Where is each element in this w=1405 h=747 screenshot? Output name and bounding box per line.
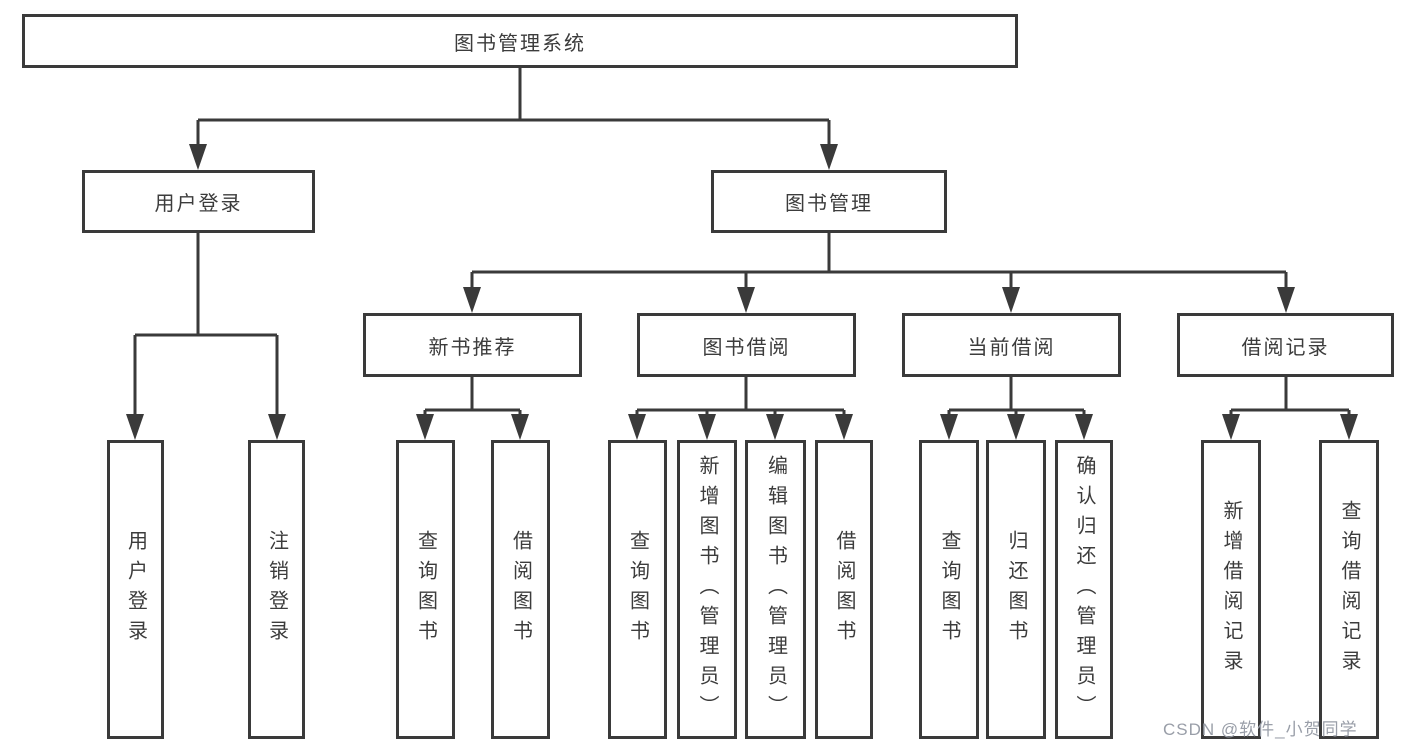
leaf-query-books-borrow: 查询图书 bbox=[608, 440, 667, 739]
node-label: 图书借阅 bbox=[702, 336, 791, 359]
leaf-borrow-books-recommend: 借阅图书 bbox=[491, 440, 550, 739]
node-new-book-recommendation: 新书推荐 bbox=[363, 313, 582, 377]
leaf-borrow-books: 借阅图书 bbox=[815, 440, 873, 739]
leaf-return-books: 归还图书 bbox=[986, 440, 1046, 739]
node-library-management-system: 图书管理系统 bbox=[22, 14, 1018, 68]
node-label: 用户登录 bbox=[154, 193, 243, 215]
leaf-add-borrow-record: 新增借阅记录 bbox=[1201, 440, 1261, 739]
node-label: 确认归还（管理员） bbox=[1073, 454, 1095, 725]
leaf-confirm-return-admin: 确认归还（管理员） bbox=[1055, 440, 1113, 739]
node-label: 查询图书 bbox=[414, 529, 437, 650]
leaf-query-books-recommend: 查询图书 bbox=[396, 440, 455, 739]
node-book-management: 图书管理 bbox=[711, 170, 947, 233]
node-label: 图书管理系统 bbox=[454, 32, 586, 55]
leaf-logout: 注销登录 bbox=[248, 440, 305, 739]
node-borrowing-records: 借阅记录 bbox=[1177, 313, 1394, 377]
node-label: 归还图书 bbox=[1005, 529, 1027, 650]
node-label: 新增借阅记录 bbox=[1220, 499, 1242, 680]
node-user-login: 用户登录 bbox=[82, 170, 315, 233]
node-label: 当前借阅 bbox=[967, 336, 1056, 359]
node-label: 新书推荐 bbox=[428, 336, 517, 359]
leaf-query-books-current: 查询图书 bbox=[919, 440, 979, 739]
node-label: 注销登录 bbox=[265, 529, 288, 650]
node-label: 新增图书（管理员） bbox=[696, 454, 718, 725]
node-current-borrowing: 当前借阅 bbox=[902, 313, 1121, 377]
node-label: 查询借阅记录 bbox=[1338, 499, 1360, 680]
node-label: 借阅图书 bbox=[833, 529, 855, 650]
leaf-query-borrow-record: 查询借阅记录 bbox=[1319, 440, 1379, 739]
node-label: 编辑图书（管理员） bbox=[764, 454, 787, 725]
leaf-add-books-admin: 新增图书（管理员） bbox=[677, 440, 737, 739]
leaf-edit-books-admin: 编辑图书（管理员） bbox=[745, 440, 806, 739]
arrowhead-icons bbox=[126, 144, 1358, 440]
node-label: 借阅图书 bbox=[509, 529, 532, 650]
node-label: 查询图书 bbox=[938, 529, 960, 650]
node-book-borrowing: 图书借阅 bbox=[637, 313, 856, 377]
node-label: 查询图书 bbox=[626, 529, 649, 650]
node-label: 图书管理 bbox=[785, 193, 873, 215]
node-label: 用户登录 bbox=[124, 529, 147, 650]
node-label: 借阅记录 bbox=[1241, 336, 1330, 359]
csdn-watermark: CSDN @软件_小贺同学 bbox=[1163, 720, 1358, 739]
leaf-user-login: 用户登录 bbox=[107, 440, 164, 739]
